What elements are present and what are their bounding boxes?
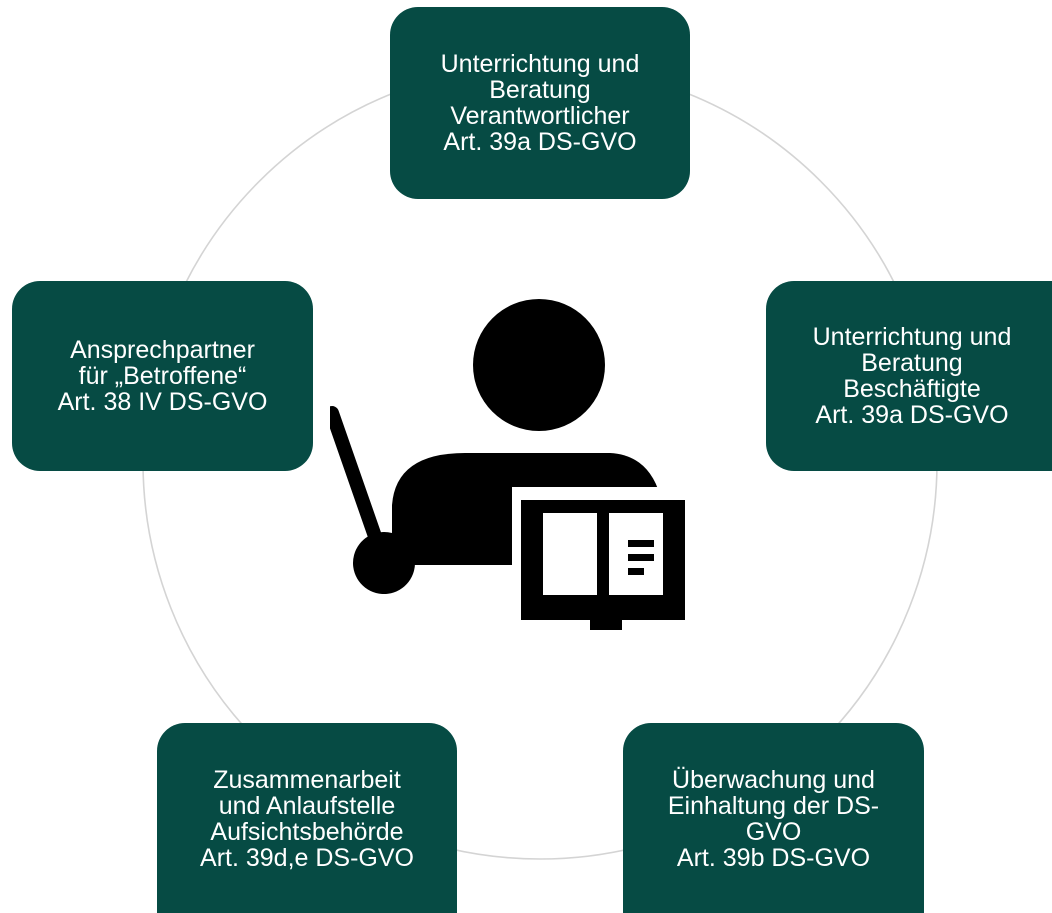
node-text: Unterrichtung und Beratung Beschäftigte …	[813, 324, 1012, 428]
node-line: Beschäftigte	[843, 375, 981, 403]
node-line: Beratung	[489, 76, 591, 104]
node-line: für „Betroffene“	[78, 362, 247, 390]
node-ueberwachung-einhaltung: Überwachung und Einhaltung der DS- GVO A…	[623, 723, 924, 913]
node-line: Zusammenarbeit	[213, 766, 401, 794]
pointer-stick-icon	[330, 406, 385, 552]
node-unterrichtung-verantwortlicher: Unterrichtung und Beratung Verantwortlic…	[390, 7, 690, 199]
node-line: Art. 39b DS-GVO	[676, 844, 871, 872]
node-line: Einhaltung der DS-	[667, 792, 880, 820]
node-text: Zusammenarbeit und Anlaufstelle Aufsicht…	[200, 767, 414, 871]
node-line: Ansprechpartner	[70, 336, 255, 364]
node-line: Beratung	[861, 349, 963, 377]
head-icon	[473, 299, 605, 431]
node-unterrichtung-beschaeftigte: Unterrichtung und Beratung Beschäftigte …	[766, 281, 1052, 471]
node-line: Unterrichtung und	[440, 50, 640, 78]
node-line: GVO	[745, 818, 802, 846]
book-left-page-icon	[543, 513, 597, 595]
book-spine-icon	[590, 620, 622, 630]
node-line: Art. 38 IV DS-GVO	[57, 388, 268, 416]
node-ansprechpartner-betroffene: Ansprechpartner für „Betroffene“ Art. 38…	[12, 281, 313, 471]
node-zusammenarbeit-aufsichtsbehoerde: Zusammenarbeit und Anlaufstelle Aufsicht…	[157, 723, 457, 913]
book-text-line-icon	[628, 568, 644, 575]
node-text: Ansprechpartner für „Betroffene“ Art. 38…	[58, 337, 268, 415]
node-line: Art. 39a DS-GVO	[815, 401, 1009, 429]
node-line: Aufsichtsbehörde	[210, 818, 404, 846]
hand-icon	[353, 532, 415, 594]
node-line: Unterrichtung und	[812, 323, 1012, 351]
node-line: Art. 39d,e DS-GVO	[200, 844, 414, 872]
teacher-with-pointer-and-book-icon	[330, 299, 690, 631]
node-line: Art. 39a DS-GVO	[443, 128, 637, 156]
node-text: Unterrichtung und Beratung Verantwortlic…	[441, 51, 640, 155]
node-line: Verantwortlicher	[450, 102, 630, 130]
book-text-line-icon	[628, 554, 654, 561]
node-line: Überwachung und	[672, 766, 875, 794]
book-text-line-icon	[628, 540, 654, 547]
node-text: Überwachung und Einhaltung der DS- GVO A…	[668, 767, 879, 871]
node-line: und Anlaufstelle	[218, 792, 396, 820]
